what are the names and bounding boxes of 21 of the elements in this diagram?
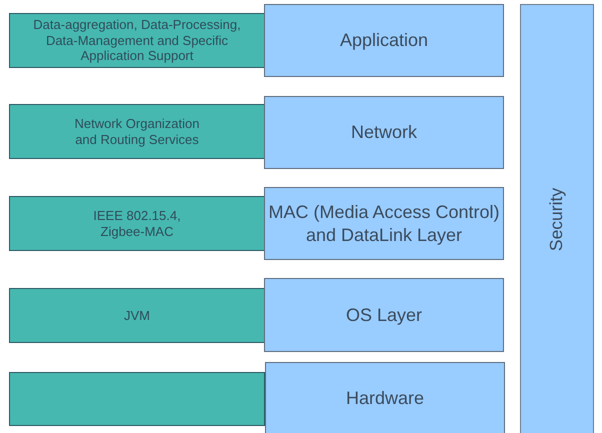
description-box <box>9 13 265 68</box>
description-box <box>9 288 265 343</box>
security-band <box>520 4 594 433</box>
layer-label: MAC (Media Access Control) and DataLink Layer <box>267 201 501 246</box>
layer-label: OS Layer <box>346 304 422 326</box>
layer-box <box>265 362 505 433</box>
description-box <box>9 196 265 251</box>
layer-box <box>264 278 504 352</box>
layer-label: Application <box>340 29 428 52</box>
description-box <box>9 104 265 159</box>
layer-label: Network <box>350 121 417 144</box>
description-text: IEEE 802.15.4, Zigbee-MAC <box>92 208 182 240</box>
layer-box <box>264 4 504 77</box>
layer-label: Hardware <box>346 386 424 410</box>
description-text: JVM <box>124 308 150 324</box>
band-label: Security <box>546 187 568 251</box>
description-text: Network Organization and Routing Services <box>74 116 200 148</box>
description-text: Data-aggregation, Data-Processing, Data-Management and Specific Application Support <box>32 17 242 64</box>
blank-box <box>9 372 265 426</box>
layer-box <box>264 187 504 260</box>
layer-box <box>264 96 504 169</box>
